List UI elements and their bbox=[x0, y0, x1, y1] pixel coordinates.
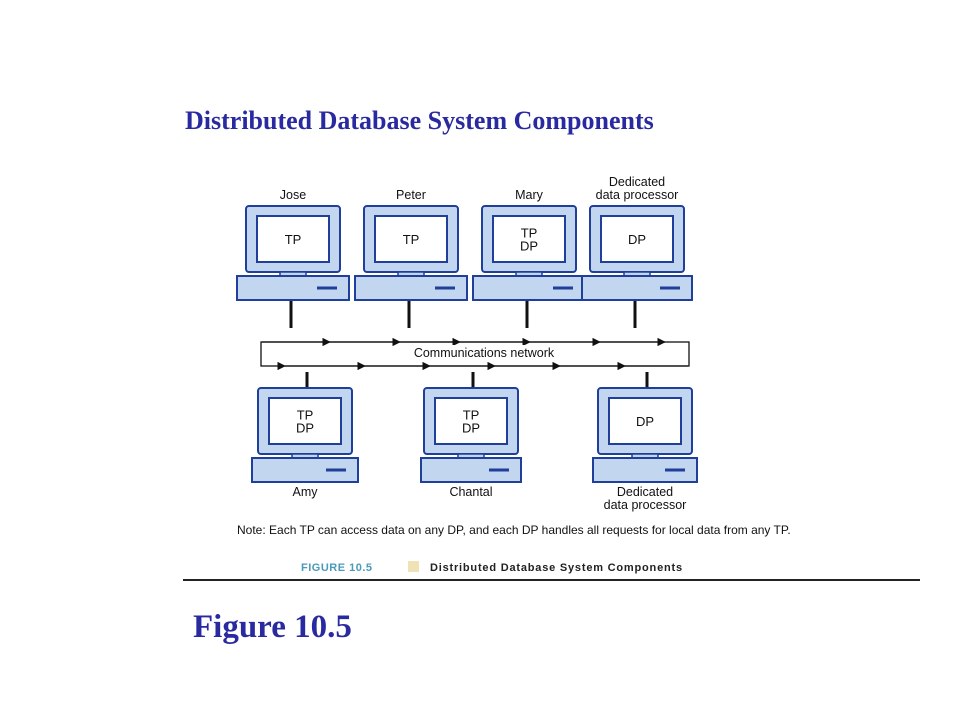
screen-text: DP bbox=[520, 239, 538, 254]
caption-title: Distributed Database System Components bbox=[430, 562, 683, 574]
slide-title: Distributed Database System Components bbox=[185, 106, 654, 135]
node-label: Jose bbox=[280, 188, 306, 202]
node-label: Chantal bbox=[449, 485, 492, 499]
screen-text: DP bbox=[296, 421, 314, 436]
node-label: Peter bbox=[396, 188, 426, 202]
figure-label: Figure 10.5 bbox=[193, 609, 352, 645]
screen-text: DP bbox=[628, 232, 646, 247]
node-label: Dedicated bbox=[617, 485, 673, 499]
figure-caption: FIGURE 10.5 Distributed Database System … bbox=[301, 561, 683, 574]
screen-text: TP bbox=[463, 408, 480, 423]
node-label: Mary bbox=[515, 188, 544, 202]
monitor-screen bbox=[434, 397, 508, 445]
caption-number: FIGURE 10.5 bbox=[301, 562, 373, 574]
screen-text: TP bbox=[521, 226, 538, 241]
monitor-screen bbox=[492, 215, 566, 263]
computer-base bbox=[420, 457, 522, 483]
node-label: Dedicated bbox=[609, 175, 665, 189]
computer-node: TP Peter bbox=[354, 188, 468, 328]
monitor-screen bbox=[600, 215, 674, 263]
screen-text: TP bbox=[297, 408, 314, 423]
monitor-screen bbox=[256, 215, 330, 263]
network-label: Communications network bbox=[414, 346, 555, 360]
node-label: data processor bbox=[596, 188, 679, 202]
monitor-screen bbox=[374, 215, 448, 263]
node-label: Amy bbox=[293, 485, 319, 499]
caption-swatch bbox=[408, 561, 419, 572]
screen-text: DP bbox=[462, 421, 480, 436]
node-label: data processor bbox=[604, 498, 687, 512]
screen-text: TP bbox=[285, 232, 302, 247]
diagram-note: Note: Each TP can access data on any DP,… bbox=[237, 523, 791, 537]
communications-network: Communications network bbox=[260, 337, 690, 371]
screen-text: DP bbox=[636, 414, 654, 429]
monitor-screen bbox=[268, 397, 342, 445]
monitor-screen bbox=[608, 397, 682, 445]
screen-text: TP bbox=[403, 232, 420, 247]
network-label-bg bbox=[398, 345, 568, 361]
computer-node: TP Jose bbox=[236, 188, 350, 328]
